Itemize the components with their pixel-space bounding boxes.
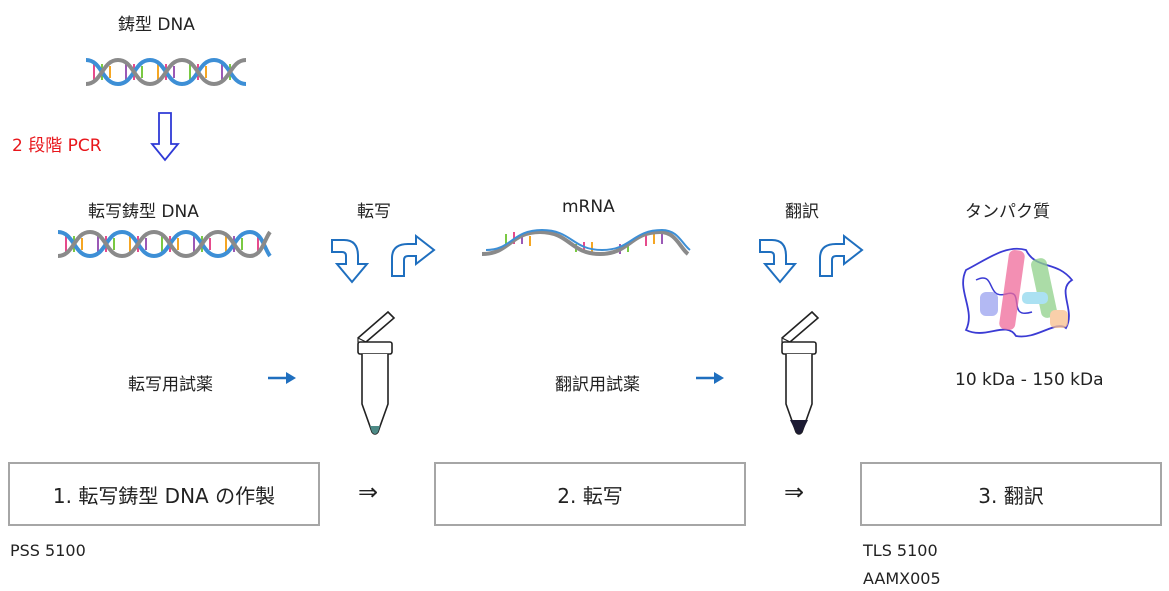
dna-helix-icon-template xyxy=(57,229,272,259)
step-3-box: 3. 翻訳 xyxy=(860,462,1162,526)
translation-reagent-label: 翻訳用試薬 xyxy=(555,375,640,395)
dna-helix-icon-top xyxy=(85,57,247,87)
step-1-label: 1. 転写鋳型 DNA の作製 xyxy=(52,483,276,508)
translation-label: 翻訳 xyxy=(785,202,819,222)
mrna-strand-icon xyxy=(481,228,691,257)
step-3-label: 3. 翻訳 xyxy=(978,483,1044,508)
pcr-label: 2 段階 PCR xyxy=(12,136,102,156)
template-dna-label: 鋳型 DNA xyxy=(118,15,195,35)
implies-arrow-2: ⇒ xyxy=(784,478,805,506)
product-code-step3-aamx: AAMX005 xyxy=(863,569,941,588)
curved-arrow-up-icon-translation xyxy=(819,233,864,277)
step-2-box: 2. 転写 xyxy=(434,462,746,526)
step-2-label: 2. 転写 xyxy=(557,483,623,508)
tube-icon-translation xyxy=(781,310,820,435)
down-arrow-icon xyxy=(150,112,180,162)
implies-arrow-1: ⇒ xyxy=(358,478,379,506)
curved-arrow-down-icon-translation xyxy=(759,239,798,284)
transcription-template-label: 転写鋳型 DNA xyxy=(88,202,199,222)
mrna-label: mRNA xyxy=(562,197,615,217)
curved-arrow-up-icon-transcription xyxy=(391,233,436,277)
protein-structure-icon xyxy=(962,247,1074,338)
tube-icon-transcription xyxy=(357,310,396,435)
protein-label: タンパク質 xyxy=(965,202,1050,222)
product-code-step3-tls: TLS 5100 xyxy=(863,541,938,560)
right-arrow-icon-transcription-reagent xyxy=(268,372,296,384)
curved-arrow-down-icon-transcription xyxy=(331,239,370,284)
product-code-step1: PSS 5100 xyxy=(10,541,86,560)
transcription-label: 転写 xyxy=(357,202,391,222)
step-1-box: 1. 転写鋳型 DNA の作製 xyxy=(8,462,320,526)
right-arrow-icon-translation-reagent xyxy=(696,372,724,384)
protein-size-label: 10 kDa - 150 kDa xyxy=(955,370,1104,390)
transcription-reagent-label: 転写用試薬 xyxy=(128,375,213,395)
